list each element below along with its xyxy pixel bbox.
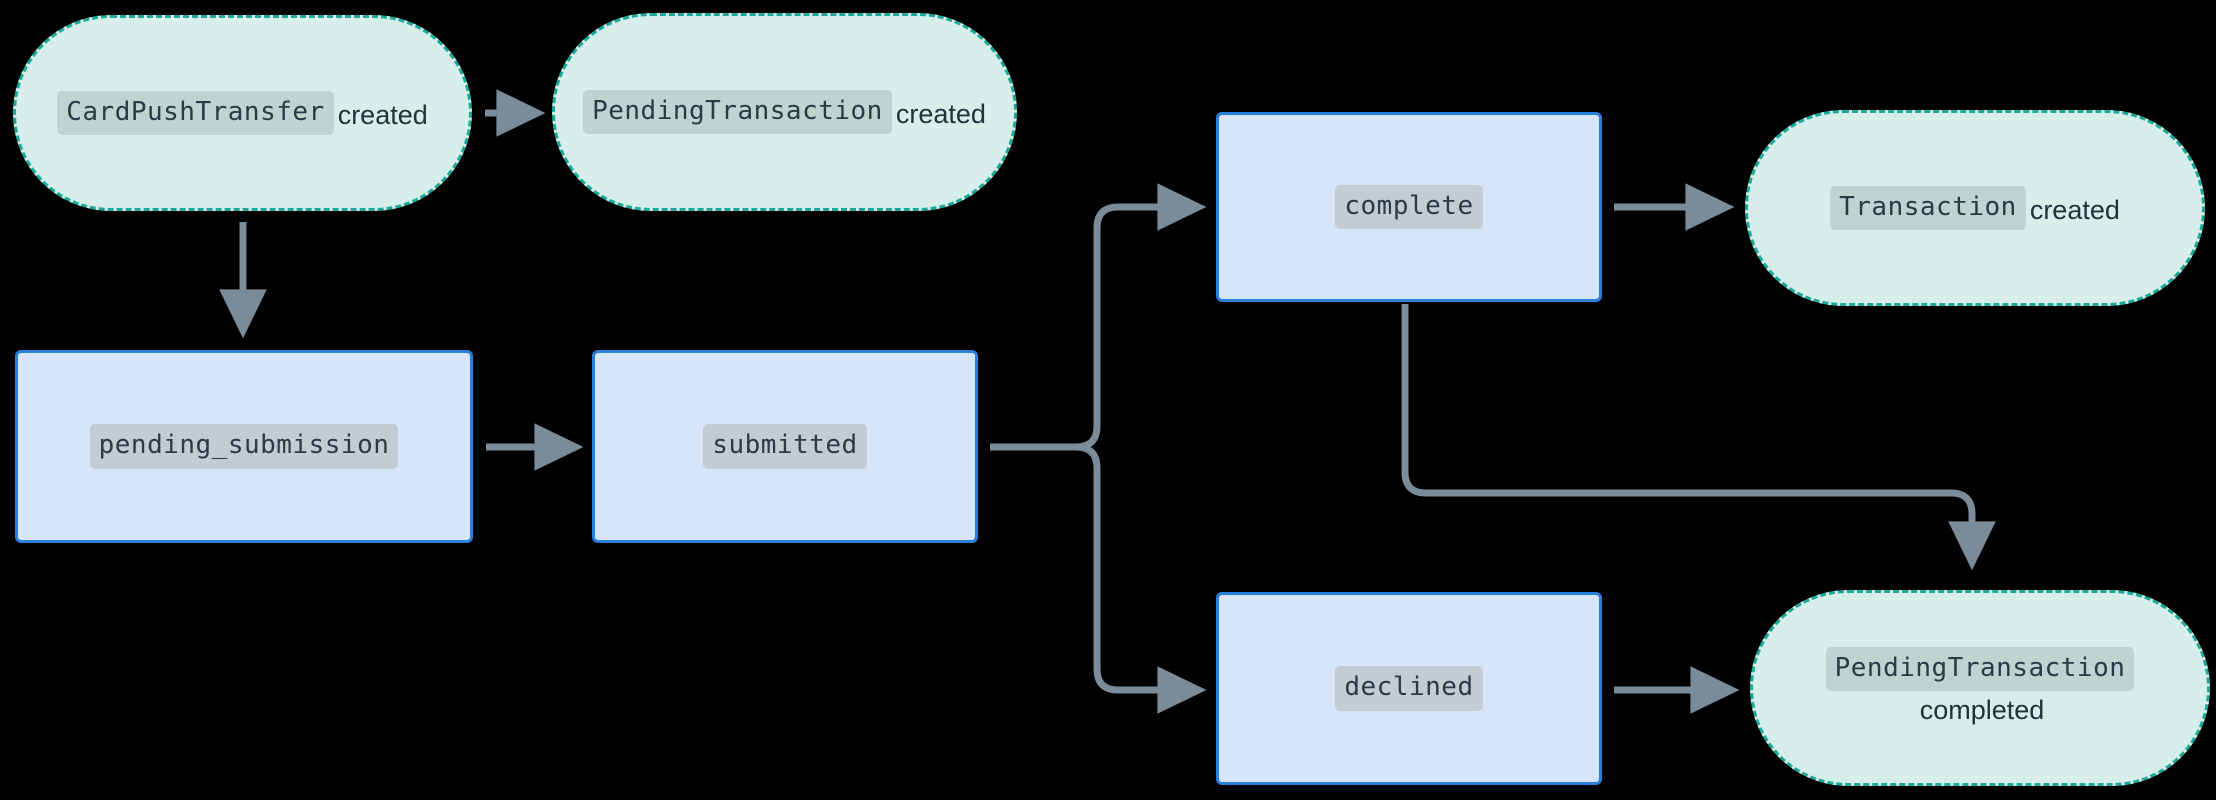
node-text: created — [895, 98, 986, 129]
node-label-line: pending_submission — [89, 424, 399, 469]
code-chip: submitted — [703, 424, 867, 469]
code-chip: CardPushTransfer — [57, 90, 334, 136]
node-pending-transaction-completed[interactable]: PendingTransaction completed — [1750, 590, 2210, 786]
node-pending-submission[interactable]: pending_submission — [15, 350, 473, 543]
node-label-line: submitted — [703, 424, 867, 469]
code-chip: pending_submission — [89, 424, 399, 469]
node-label-line: PendingTransaction — [1825, 647, 2135, 692]
code-chip: PendingTransaction — [1825, 647, 2135, 692]
node-complete[interactable]: complete — [1216, 112, 1602, 302]
edge-complete-to-pendingtransaction-completed — [1401, 304, 1996, 571]
node-text: completed — [1919, 695, 2045, 726]
node-submitted[interactable]: submitted — [592, 350, 978, 543]
code-chip: complete — [1335, 184, 1483, 230]
node-label-line: declined — [1335, 666, 1483, 711]
code-chip: Transaction — [1830, 185, 2026, 231]
edge-submitted-to-complete — [990, 183, 1207, 451]
node-label-line: complete — [1335, 184, 1483, 230]
node-text: created — [2029, 194, 2120, 225]
code-chip: PendingTransaction — [583, 89, 892, 135]
node-text: created — [337, 99, 428, 130]
node-declined[interactable]: declined — [1216, 592, 1602, 785]
edge-submitted-to-declined — [990, 443, 1207, 714]
node-label-line-secondary: completed — [1916, 693, 2045, 729]
code-chip: declined — [1335, 666, 1483, 711]
